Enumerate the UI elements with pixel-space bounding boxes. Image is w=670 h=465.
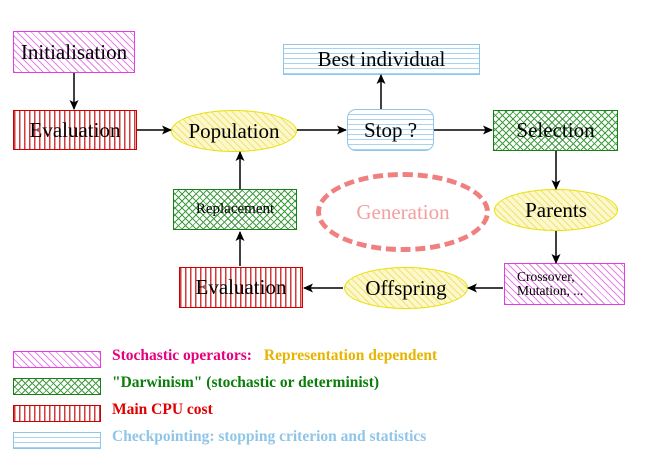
node-population[interactable]: Population [171,110,297,152]
node-offspring[interactable]: Offspring [344,267,468,309]
node-initialisation-label: Initialisation [20,39,128,64]
node-replacement-label: Replacement [195,200,275,217]
legend-swatch-main-cpu-cost [13,405,101,422]
node-evaluation-bottom-label: Evaluation [195,275,287,300]
legend-label-checkpointing: Checkpointing: stopping criterion and st… [112,428,427,445]
node-parents-label: Parents [525,197,587,222]
node-selection[interactable]: Selection [493,110,618,151]
legend-label-darwinism: "Darwinism" (stochastic or determinist) [112,374,380,391]
node-selection-label: Selection [516,118,595,143]
annotation-generation-label: Generation [356,199,450,224]
legend-swatch-stochastic-operator [13,351,101,368]
node-replacement[interactable]: Replacement [173,189,297,230]
legend-swatch-checkpointing [13,432,101,449]
node-best-individual-label: Best individual [317,47,446,72]
legend-row-stochastic-operators: Stochastic operators: Representation depe… [0,347,670,373]
node-parents[interactable]: Parents [494,189,618,231]
node-variation-label-line2: Mutation, ... [517,283,584,298]
node-stop[interactable]: Stop ? [347,109,434,151]
legend-row-main-cpu-cost: Main CPU cost [0,401,670,427]
node-offspring-label: Offspring [365,275,447,300]
legend-row-darwinism: "Darwinism" (stochastic or determinist) [0,374,670,400]
node-best-individual[interactable]: Best individual [283,44,480,75]
node-evaluation-top[interactable]: Evaluation [13,110,137,150]
legend-row-checkpointing: Checkpointing: stopping criterion and st… [0,428,670,454]
legend-label-stochastic-operators-part1: Stochastic operators: [112,347,252,364]
node-variation-label-line1: Crossover, [517,268,575,284]
node-evaluation-bottom[interactable]: Evaluation [179,267,303,308]
node-initialisation[interactable]: Initialisation [13,31,135,73]
node-population-label: Population [188,118,280,143]
legend-label-main-cpu-cost: Main CPU cost [112,401,213,418]
legend-label-stochastic-operators-part2: Representation dependent [263,347,438,364]
annotation-generation: Generation [316,172,490,252]
node-variation[interactable]: Crossover, Mutation, ... [504,263,625,305]
legend-swatch-darwinism [13,378,101,395]
node-stop-label: Stop ? [363,117,418,142]
legend: Stochastic operators: Representation depe… [0,338,670,465]
legend-label-stochastic-operators: Stochastic operators: Representation depe… [112,347,437,365]
node-evaluation-top-label: Evaluation [29,117,121,142]
